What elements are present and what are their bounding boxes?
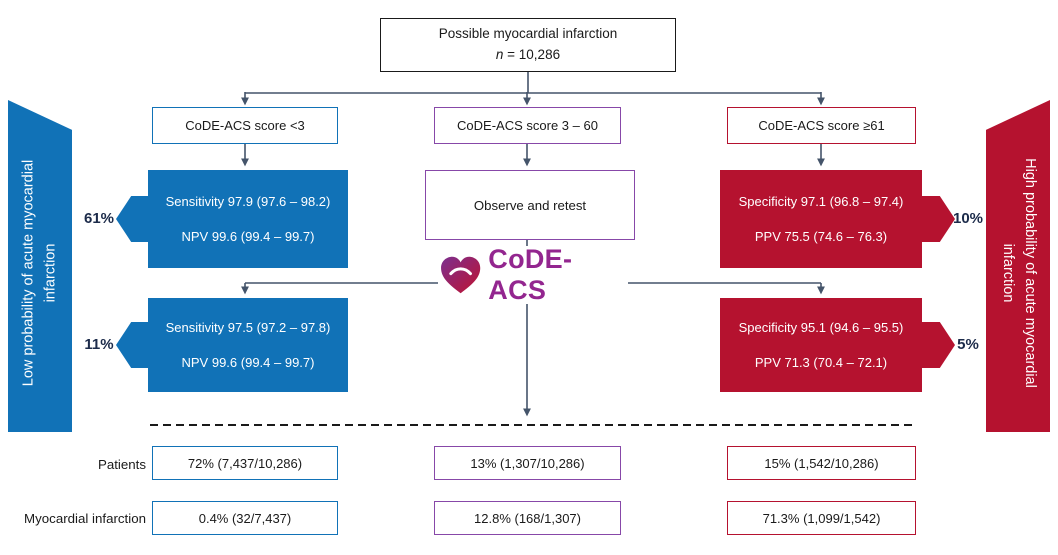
high-first-percent: 10% [952,210,984,227]
high-second-result-box: Specificity 95.1 (94.6 – 95.5) PPV 71.3 … [720,298,922,392]
root-box: Possible myocardial infarction n = 10,28… [380,18,676,72]
score-box-low-label: CoDE-ACS score <3 [185,118,305,133]
npv-line: NPV 99.6 (99.4 – 99.7) [181,228,315,244]
low-first-percent: 61% [83,210,115,227]
high-probability-banner-label: High probability of acute myocardial inf… [1000,157,1038,388]
root-box-title: Possible myocardial infarction [438,26,618,42]
code-acs-logo: CoDE-ACS [438,244,628,305]
mi-low-value: 0.4% (32/7,437) [198,510,292,526]
score-box-mid: CoDE-ACS score 3 – 60 [434,107,621,144]
low-second-result-box: Sensitivity 97.5 (97.2 – 97.8) NPV 99.6 … [148,298,348,392]
high-second-percent: 5% [957,336,979,353]
low-probability-banner: Low probability of acute myocardial infa… [8,100,72,432]
observe-retest-label: Observe and retest [473,197,587,213]
specificity-line: Specificity 97.1 (96.8 – 97.4) [738,194,904,209]
mi-mid-box: 12.8% (168/1,307) [434,501,621,535]
patients-high-box: 15% (1,542/10,286) [727,446,916,480]
low-second-percent: 11% [84,336,114,353]
score-box-high-label: CoDE-ACS score ≥61 [758,118,885,133]
patients-mid-value: 13% (1,307/10,286) [470,455,585,471]
score-box-low: CoDE-ACS score <3 [152,107,338,144]
npv-line: NPV 99.6 (99.4 – 99.7) [181,354,315,370]
patients-row-label: Patients [97,457,146,472]
low-first-result-box: Sensitivity 97.9 (97.6 – 98.2) NPV 99.6 … [148,170,348,268]
root-box-n: n = 10,286 [496,45,560,66]
n-value: = 10,286 [503,47,561,62]
patients-high-value: 15% (1,542/10,286) [764,455,879,471]
sensitivity-line: Sensitivity 97.5 (97.2 – 97.8) [165,320,331,335]
mi-row-label: Myocardial infarction [24,511,146,526]
high-probability-banner: High probability of acute myocardial inf… [986,100,1050,432]
mi-mid-value: 12.8% (168/1,307) [474,510,581,526]
high-first-result-box: Specificity 97.1 (96.8 – 97.4) PPV 75.5 … [720,170,922,268]
low-probability-banner-label: Low probability of acute myocardial infa… [20,159,58,386]
ppv-line: PPV 71.3 (70.4 – 72.1) [754,354,888,370]
specificity-line: Specificity 95.1 (94.6 – 95.5) [738,320,904,335]
sensitivity-line: Sensitivity 97.9 (97.6 – 98.2) [165,194,331,209]
observe-retest-box: Observe and retest [425,170,635,240]
patients-mid-box: 13% (1,307/10,286) [434,446,621,480]
n-symbol: n [495,47,504,62]
heart-icon [441,256,481,294]
patients-low-value: 72% (7,437/10,286) [187,455,303,471]
mi-low-box: 0.4% (32/7,437) [152,501,338,535]
logo-wordmark: CoDE-ACS [488,244,573,305]
score-box-high: CoDE-ACS score ≥61 [727,107,916,144]
mi-high-box: 71.3% (1,099/1,542) [727,501,916,535]
ppv-line: PPV 75.5 (74.6 – 76.3) [754,228,888,244]
patients-low-box: 72% (7,437/10,286) [152,446,338,480]
mi-high-value: 71.3% (1,099/1,542) [762,510,881,526]
score-box-mid-label: CoDE-ACS score 3 – 60 [457,118,598,133]
